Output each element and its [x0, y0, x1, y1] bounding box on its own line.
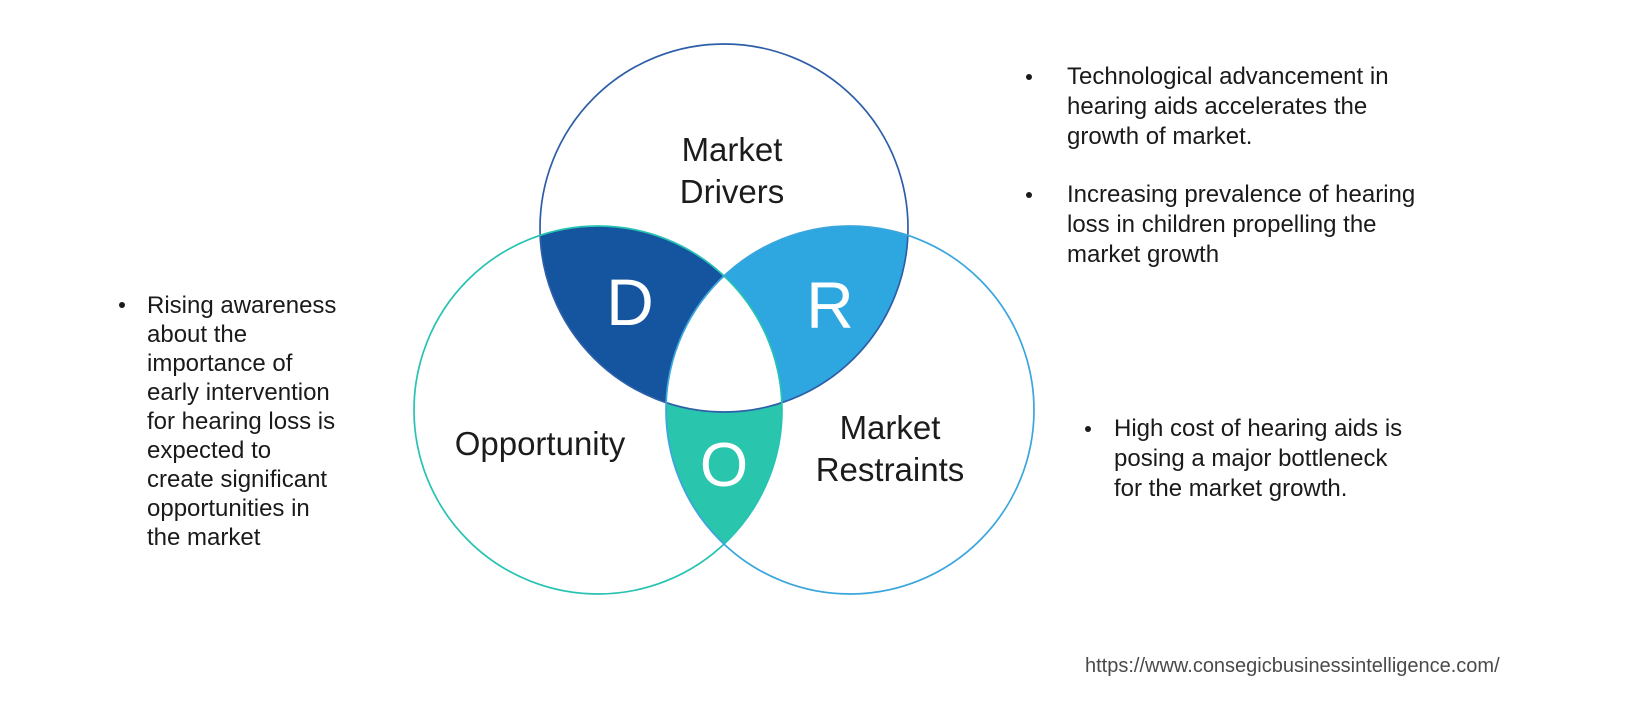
- source-url: https://www.consegicbusinessintelligence…: [1085, 655, 1500, 677]
- letter-r: R: [806, 268, 854, 342]
- bullet-dot-icon: [1026, 74, 1032, 80]
- drivers-circle-outline: [539, 43, 909, 413]
- drivers-circle-label: Market Drivers: [679, 131, 785, 210]
- list-item: Rising awareness about the importance of…: [110, 291, 370, 552]
- driver-bullet-text-2: Increasing prevalence of hearing loss in…: [1067, 181, 1416, 268]
- bullet-dot-icon: [1026, 192, 1032, 198]
- list-item: High cost of hearing aids is posing a ma…: [1078, 414, 1448, 504]
- letter-o: O: [699, 431, 749, 500]
- list-item: Technological advancement in hearing aid…: [1018, 62, 1458, 152]
- restraints-circle-label: Market Restraints: [815, 409, 965, 488]
- restraints-circle-outline: [665, 225, 1035, 595]
- bullet-dot-icon: [119, 302, 125, 308]
- opportunity-circle-label: Opportunity: [454, 425, 626, 462]
- opportunity-circle-outline: [413, 225, 783, 595]
- list-item: Increasing prevalence of hearing loss in…: [1018, 180, 1458, 270]
- restraints-bullet-list: High cost of hearing aids is posing a ma…: [1078, 414, 1448, 504]
- restraint-bullet-text: High cost of hearing aids is posing a ma…: [1114, 415, 1403, 502]
- letter-d: D: [606, 265, 654, 339]
- opportunity-bullet-list: Rising awareness about the importance of…: [110, 291, 370, 552]
- opportunity-bullet-text: Rising awareness about the importance of…: [147, 292, 337, 551]
- bullet-dot-icon: [1085, 426, 1091, 432]
- driver-bullet-text-1: Technological advancement in hearing aid…: [1067, 63, 1389, 150]
- drivers-bullet-list: Technological advancement in hearing aid…: [1018, 62, 1458, 270]
